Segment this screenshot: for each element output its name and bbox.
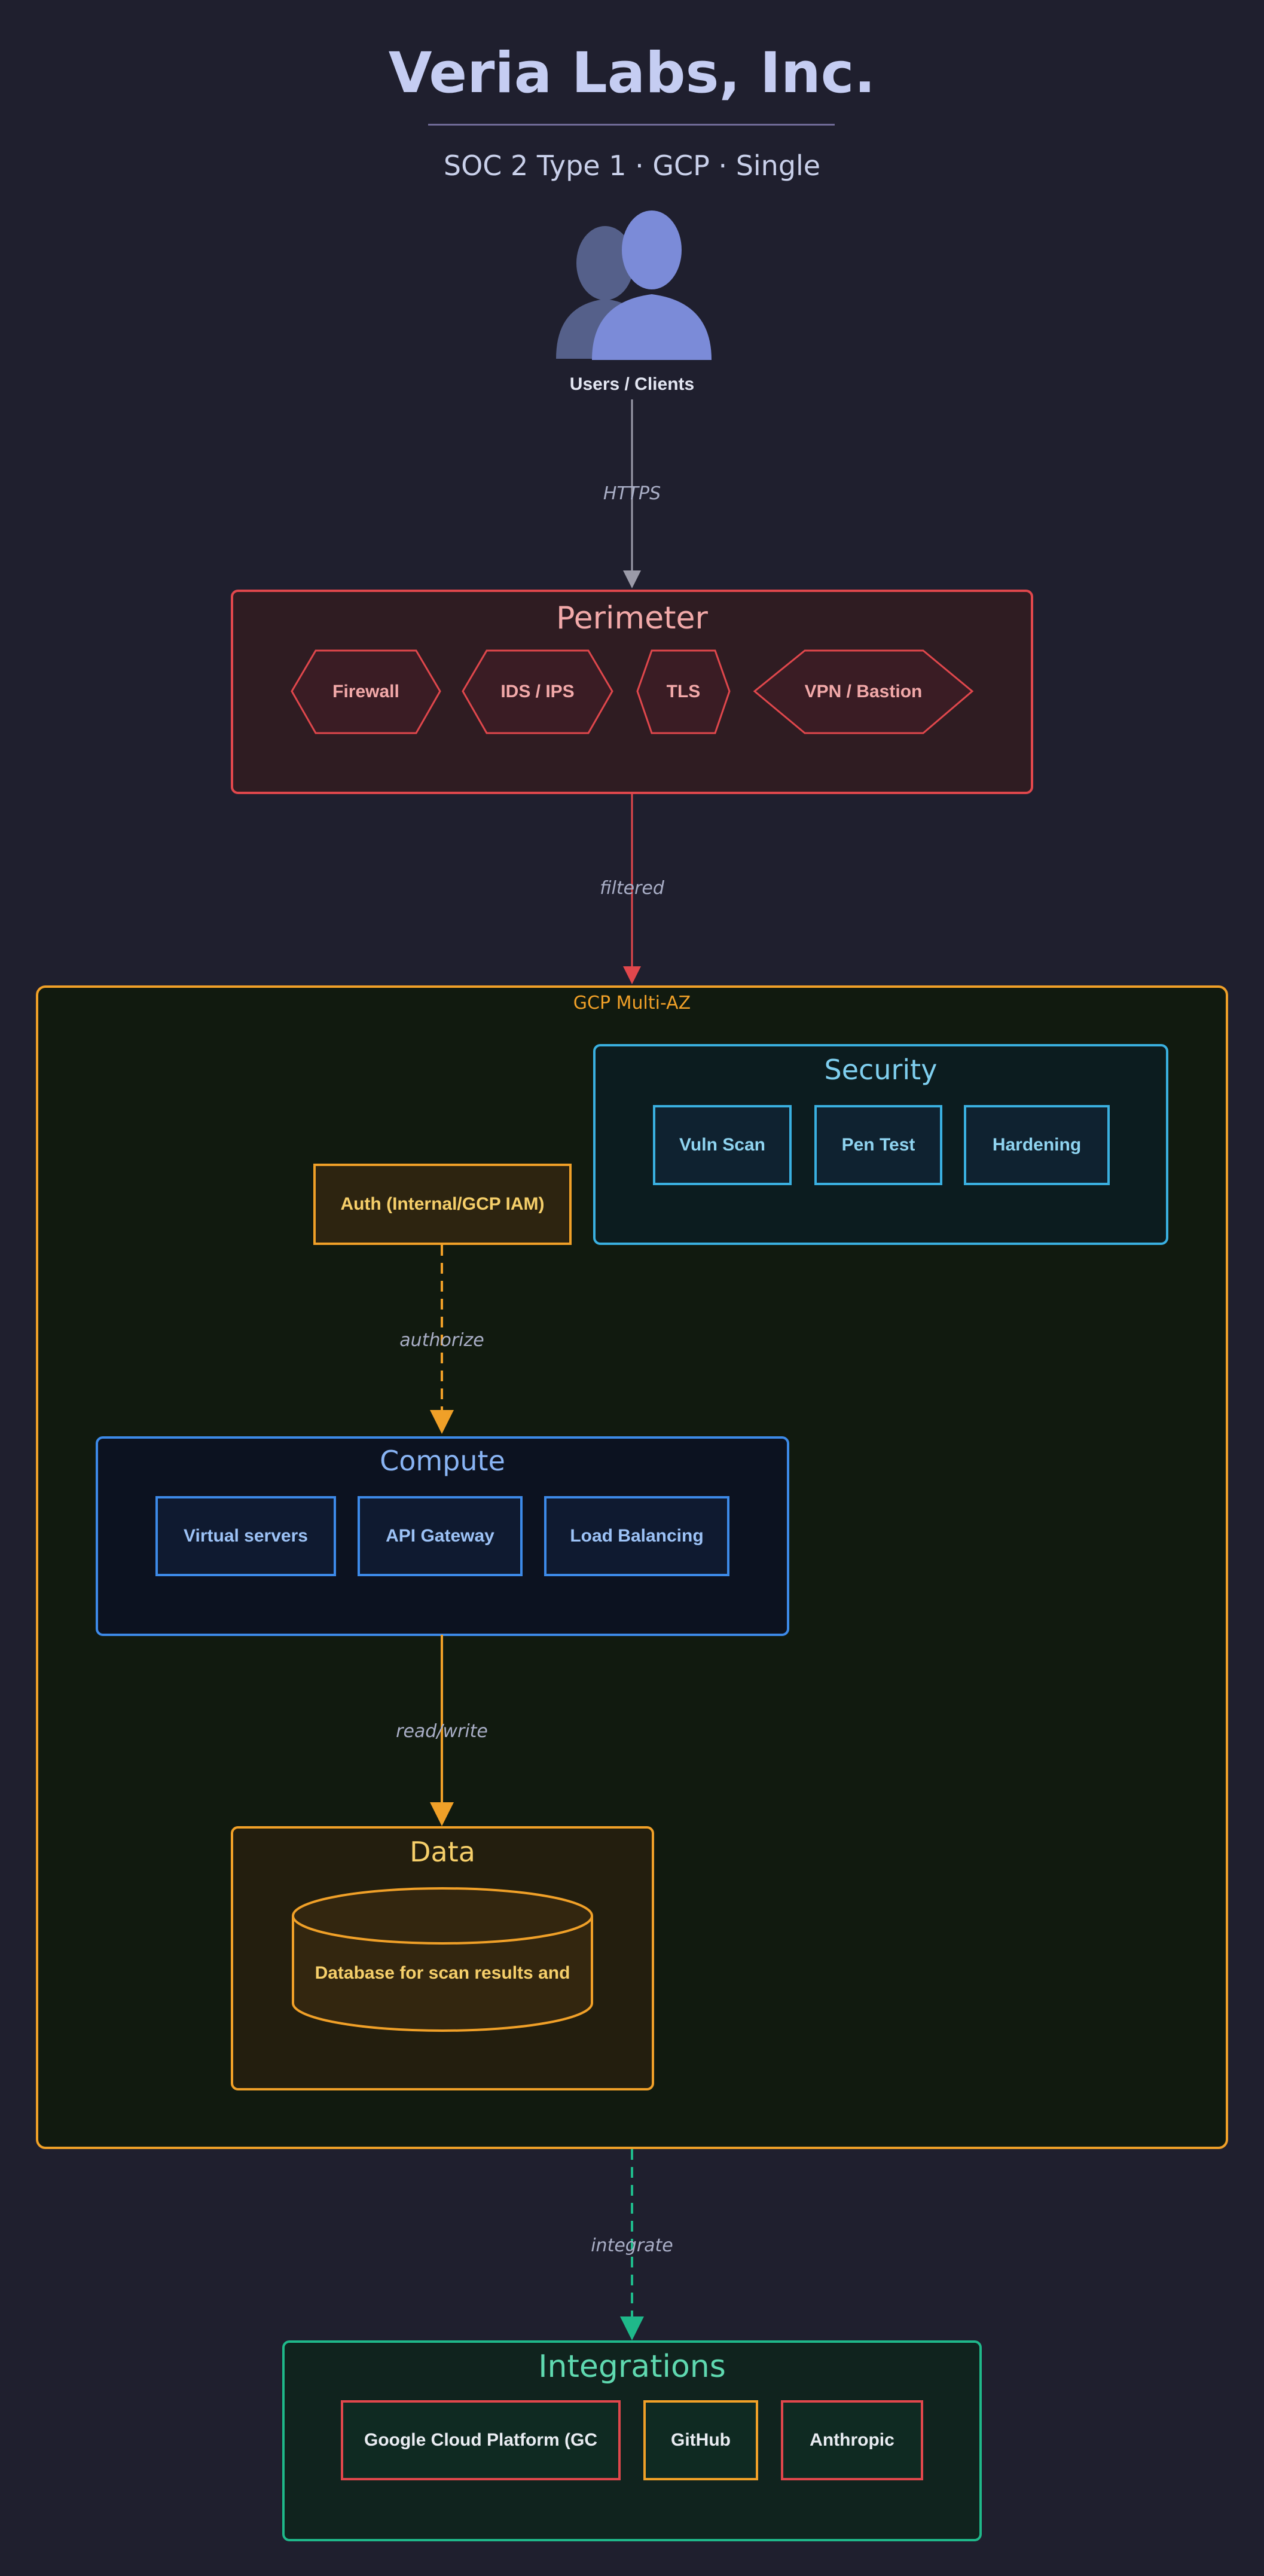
ids-ips-node: IDS / IPS [500,682,575,701]
hardening-node: Hardening [964,1105,1110,1185]
ids-ips-hexagon [462,649,613,734]
data-title: Data [410,1836,475,1868]
auth-node: Auth (Internal/GCP IAM) [313,1164,572,1245]
edge-label-filtered: filtered [600,878,664,899]
users-label: Users / Clients [569,374,695,394]
gcp-integration-node: Google Cloud Platform (GC [341,2400,621,2480]
firewall-node: Firewall [332,682,399,701]
compute-title: Compute [380,1445,505,1477]
vpn-bastion-hexagon [753,649,974,734]
edge-label-authorize: authorize [399,1330,484,1351]
tls-hexagon [636,649,731,734]
perimeter-title: Perimeter [556,600,708,636]
database-cylinder [292,1887,593,2032]
vpn-bastion-node: VPN / Bastion [804,682,923,701]
security-title: Security [824,1054,938,1086]
api-gateway-node: API Gateway [358,1496,523,1576]
page-title: Veria Labs, Inc. [388,41,876,106]
integrations-group [282,2340,982,2541]
title-divider [428,124,835,126]
edge-label-integrate: integrate [591,2235,673,2256]
github-integration-node: GitHub [643,2400,758,2480]
page-subtitle: SOC 2 Type 1 · GCP · Single [443,149,821,182]
integrations-title: Integrations [538,2349,726,2385]
cloud-label: GCP Multi-AZ [573,993,691,1014]
virtual-servers-node: Virtual servers [155,1496,336,1576]
tls-node: TLS [666,682,701,701]
edge-label-read-write: read/write [396,1721,488,1742]
database-label: Database for scan results and [315,1963,570,1983]
users-icon [556,210,712,360]
firewall-hexagon [291,649,441,734]
anthropic-integration-node: Anthropic [781,2400,923,2480]
load-balancing-node: Load Balancing [544,1496,729,1576]
edge-label-https: HTTPS [603,483,661,504]
vuln-scan-node: Vuln Scan [653,1105,792,1185]
pen-test-node: Pen Test [814,1105,942,1185]
